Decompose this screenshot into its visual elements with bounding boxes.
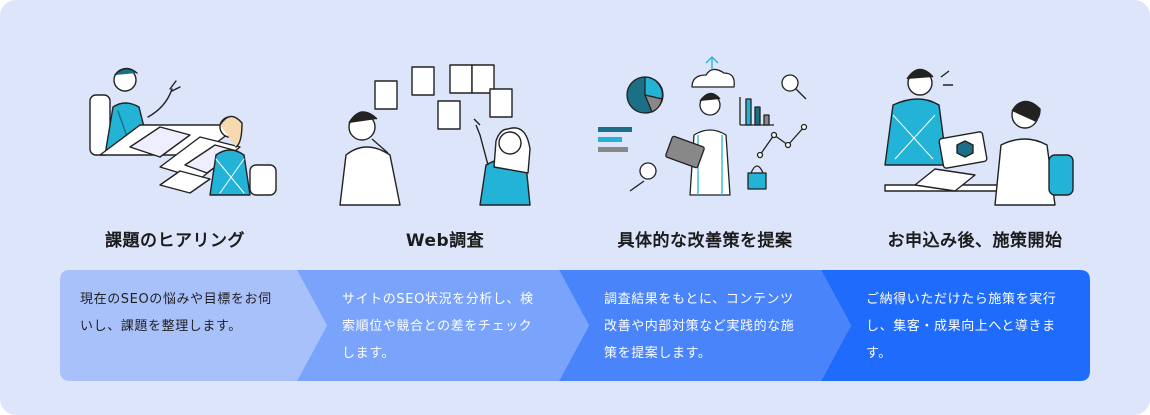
- step-description: サイトのSEO状況を分析し、検索順位や競合との差をチェックします。: [342, 292, 534, 361]
- step-title: 課題のヒアリング: [105, 231, 245, 251]
- step-description: ご納得いただけたら施策を実行し、集客・成果向上へと導きます。: [866, 292, 1057, 361]
- flow-segment-1-bg: [60, 270, 327, 381]
- step-description: 現在のSEOの悩みや目標をお伺いし、課題を整理します。: [80, 292, 272, 334]
- step-description: 調査結果をもとに、コンテンツ改善や内部対策など実践的な施策を提案します。: [604, 292, 795, 361]
- step-title: 具体的な改善策を提案: [617, 231, 793, 251]
- flow-segment-4-bg: [821, 270, 1090, 381]
- process-flow-bar: 現在のSEOの悩みや目標をお伺いし、課題を整理します。 サイトのSEO状況を分析…: [60, 270, 1090, 381]
- step-title: お申込み後、施策開始: [887, 231, 1063, 251]
- flow-segment-2-bg: [297, 270, 589, 381]
- flow-segment-3-bg: [559, 270, 851, 381]
- consultation-meeting-illustration: [89, 67, 277, 196]
- flow-backgrounds: [60, 270, 1090, 381]
- web-research-illustration: [339, 64, 531, 206]
- step-title: Web調査: [405, 231, 485, 251]
- improvement-proposal-illustration: [598, 56, 808, 196]
- contract-start-illustration: [884, 68, 1074, 206]
